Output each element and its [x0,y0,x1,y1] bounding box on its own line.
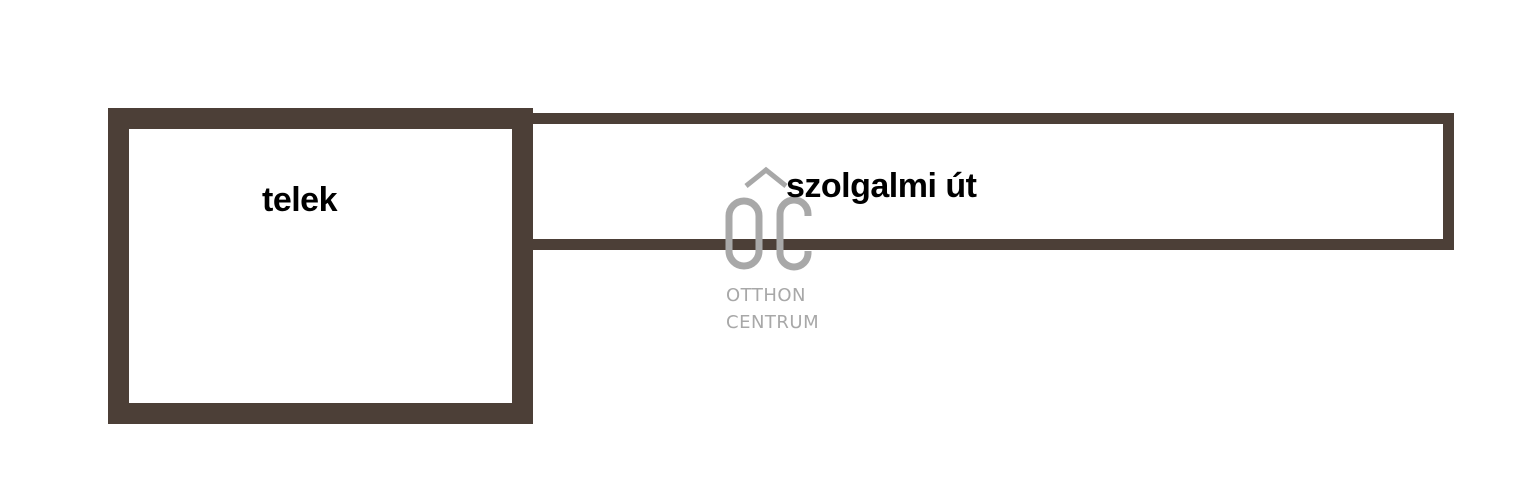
plot-outline [108,108,533,424]
plot-label: telek [262,181,338,219]
easement-road-outline [524,113,1454,250]
watermark-line-2: CENTRUM [726,312,820,333]
easement-road-label: szolgalmi út [786,167,977,205]
watermark-line-1: OTTHON [726,285,807,306]
